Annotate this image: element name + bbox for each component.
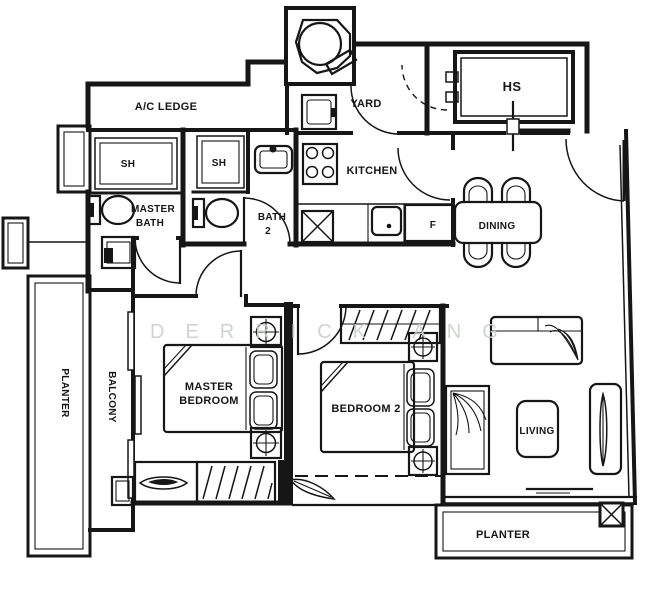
side-cabinet: [444, 384, 491, 476]
label-master-bath-1: MASTER: [131, 204, 175, 215]
label-kitchen: KITCHEN: [347, 165, 398, 177]
label-ac-ledge: A/C LEDGE: [135, 101, 198, 113]
room-labels: DERRICK ANG A/C LEDGE YARD HS SH SH MAST…: [59, 79, 554, 541]
label-yard: YARD: [350, 98, 381, 110]
chute-octagon: [284, 6, 358, 86]
master-bath-fixtures: [87, 137, 178, 270]
bedroom2-bed: [319, 331, 439, 477]
label-bath2-1: BATH: [258, 212, 286, 223]
bath2-fixtures: [191, 135, 294, 229]
kitchen-fixtures: [296, 93, 455, 244]
master-wardrobe: [133, 460, 277, 505]
label-master-bedroom-2: BEDROOM: [179, 395, 239, 407]
master-bed: [162, 315, 284, 460]
label-living: LIVING: [519, 426, 554, 437]
label-bath2-2: 2: [265, 226, 271, 237]
living-window: [441, 487, 638, 504]
sofa: [489, 315, 584, 366]
label-planter-bottom: PLANTER: [476, 529, 530, 541]
planter-bottom-walls: [434, 501, 634, 560]
interior-walls: [86, 41, 570, 532]
dining-table: [453, 176, 543, 269]
outer-walls: [1, 41, 638, 506]
coffee-table: [515, 399, 560, 459]
planter-left-walls: [26, 274, 92, 558]
household-shelter: [445, 50, 575, 152]
label-bedroom2: BEDROOM 2: [331, 403, 400, 415]
label-planter-left: PLANTER: [59, 368, 70, 418]
label-sh-bath2: SH: [212, 158, 227, 169]
label-master-bath-2: BATH: [136, 218, 164, 229]
watermark-text: DERRICK ANG: [150, 321, 519, 343]
bedroom2-wardrobe: [339, 304, 442, 345]
label-sh-master: SH: [121, 159, 136, 170]
label-hs: HS: [503, 79, 522, 94]
label-balcony: BALCONY: [106, 371, 117, 423]
label-dining: DINING: [479, 221, 516, 232]
label-master-bedroom-1: MASTER: [185, 381, 233, 393]
label-fridge: F: [430, 220, 436, 231]
tv-console: [588, 382, 623, 476]
balcony-sliding-door: [110, 311, 142, 507]
bay-window: [278, 460, 445, 507]
